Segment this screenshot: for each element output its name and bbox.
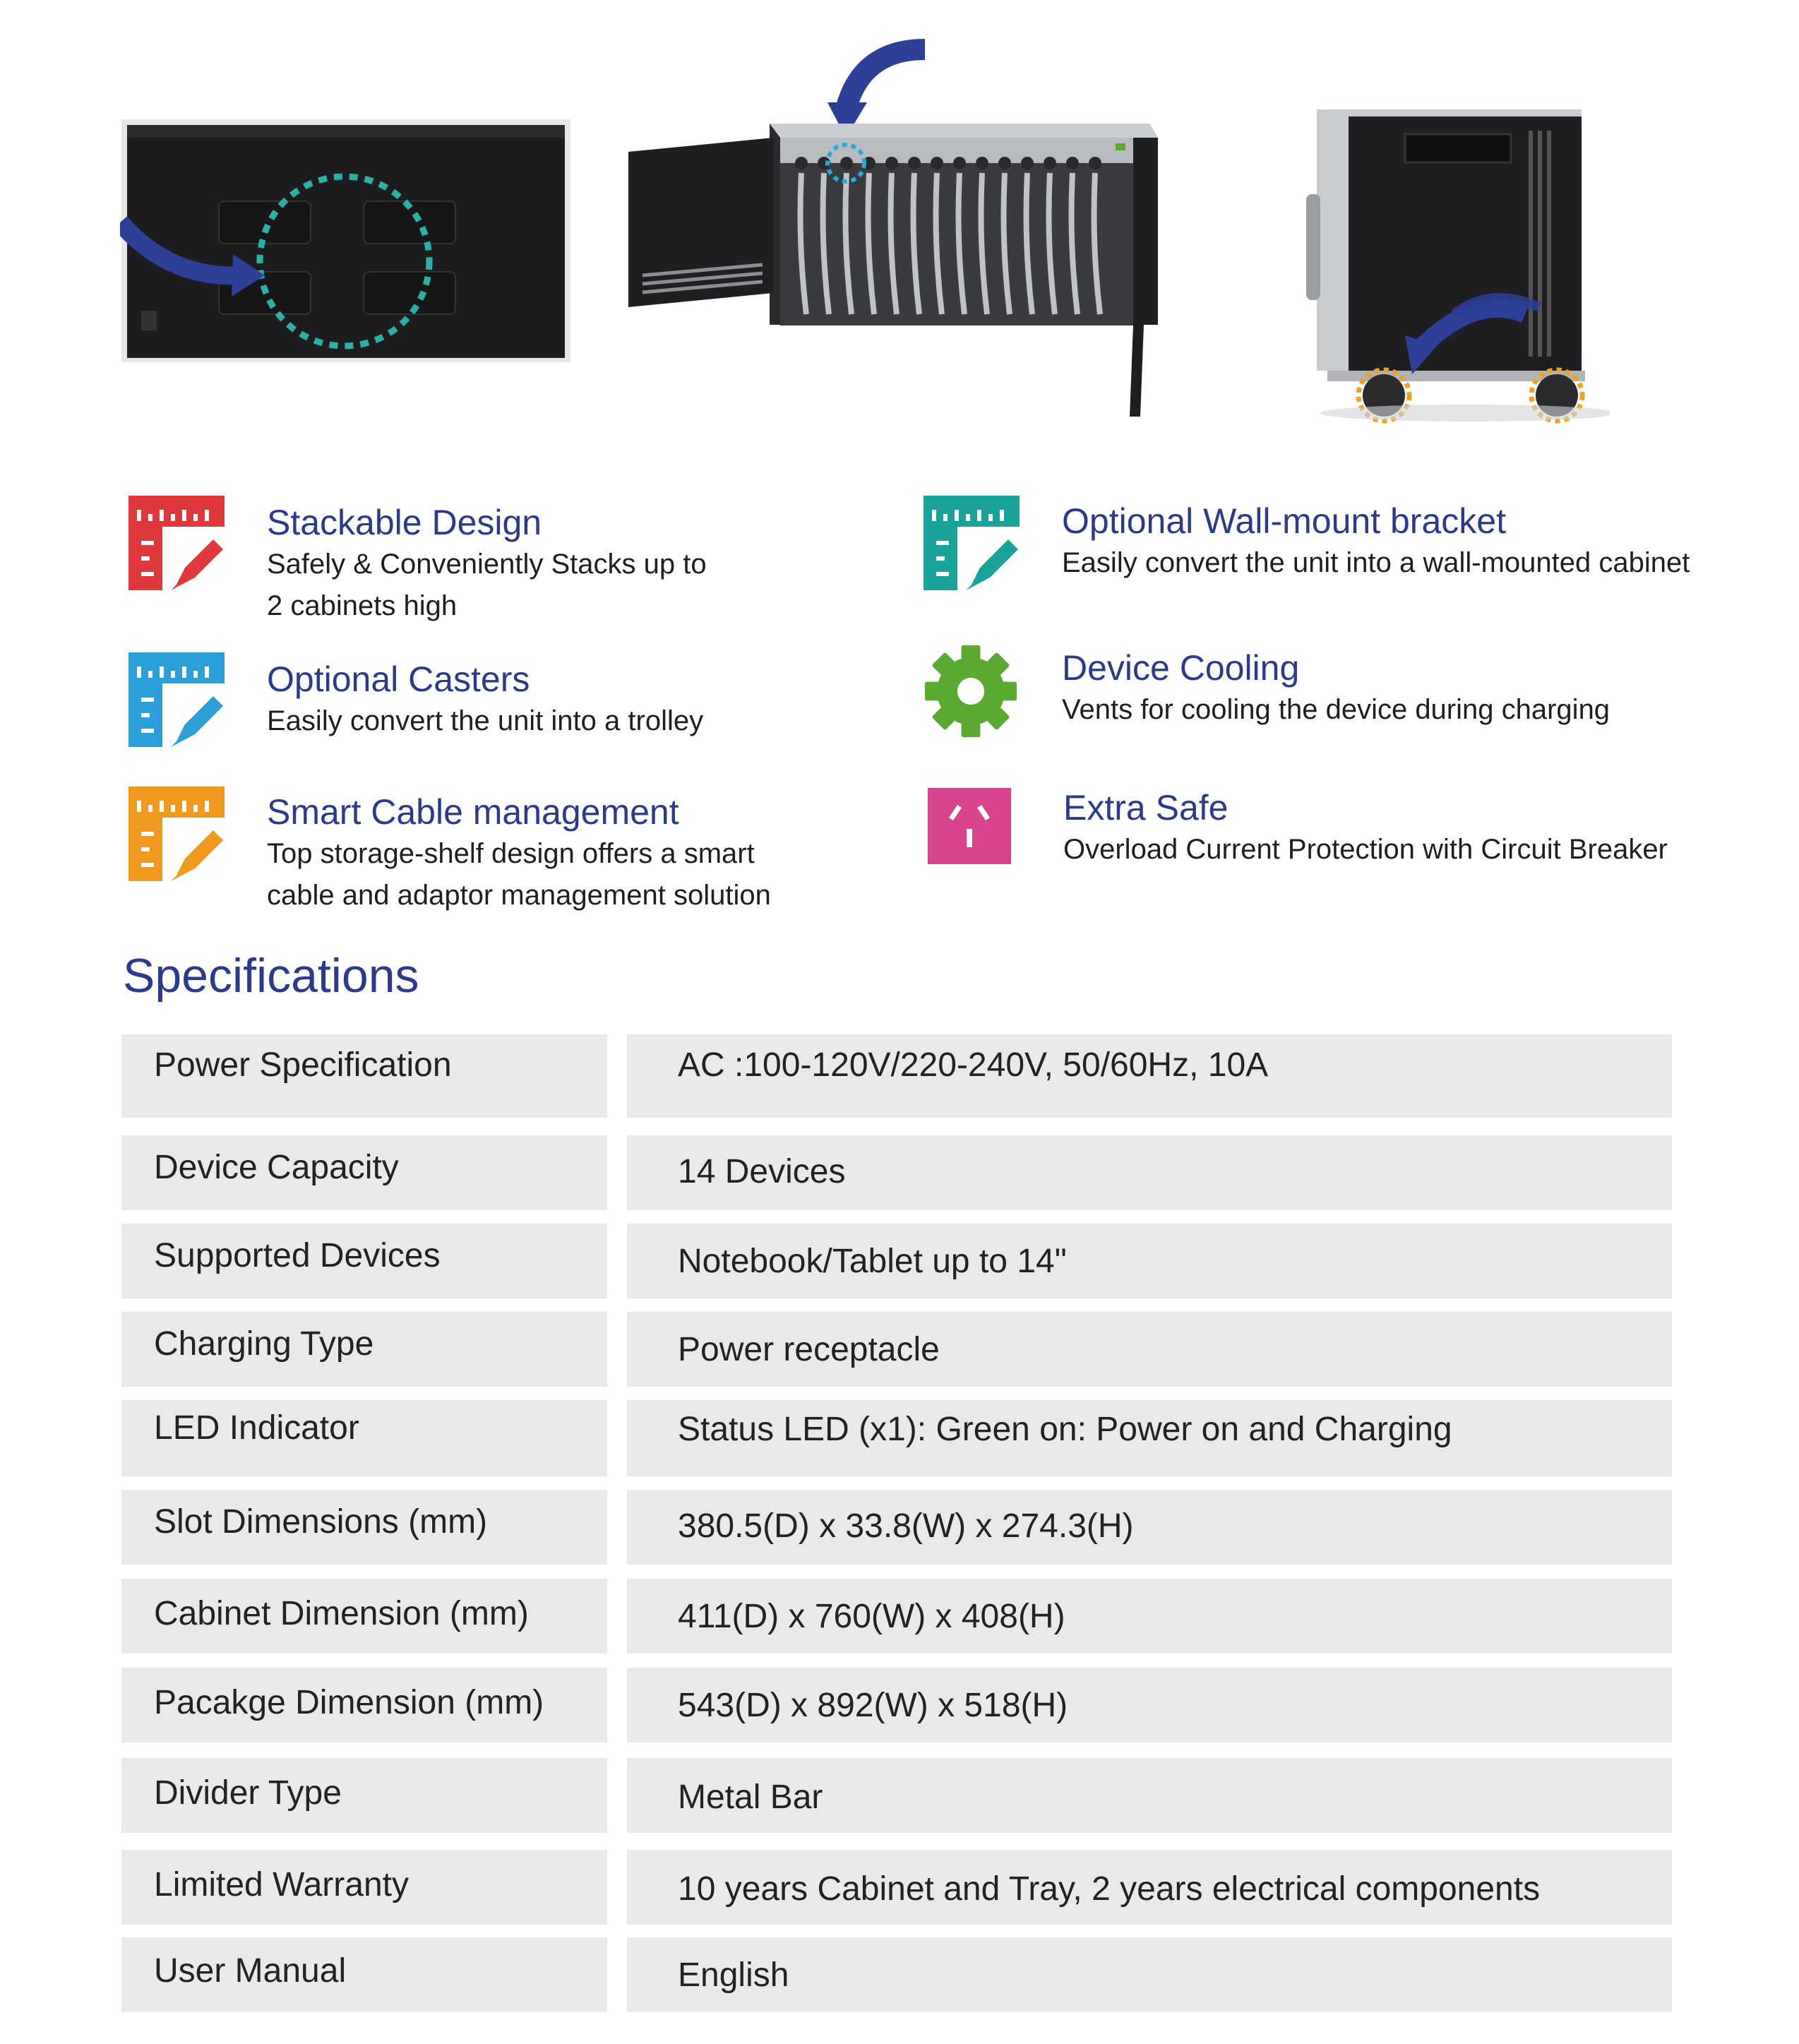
spec-value: 380.5(D) x 33.8(W) x 274.3(H) — [678, 1507, 1134, 1545]
spec-value-cell: Status LED (x1): Green on: Power on and … — [627, 1400, 1672, 1476]
spec-value-cell: 411(D) x 760(W) x 408(H) — [627, 1579, 1672, 1654]
feature-description-line: Easily convert the unit into a wall-moun… — [1062, 547, 1690, 578]
spec-label: LED Indicator — [154, 1409, 359, 1447]
spec-label: Device Capacity — [154, 1149, 399, 1186]
spec-value-cell: Power receptacle — [627, 1312, 1672, 1387]
feature-description-line: 2 cabinets high — [267, 590, 458, 621]
spec-row: Slot Dimensions (mm) 380.5(D) x 33.8(W) … — [121, 1490, 1672, 1565]
spec-value: 14 Devices — [678, 1153, 846, 1190]
feature-title: Optional Casters — [267, 659, 530, 699]
specifications-heading: Specifications — [123, 949, 419, 1003]
feature-description-line: Overload Current Protection with Circuit… — [1063, 834, 1668, 865]
spec-label-cell: Charging Type — [121, 1312, 607, 1387]
spec-label: User Manual — [154, 1952, 347, 1990]
spec-row: Pacakge Dimension (mm) 543(D) x 892(W) x… — [121, 1668, 1672, 1743]
spec-label: Charging Type — [154, 1325, 374, 1363]
feature-description-line: cable and adaptor management solution — [267, 880, 771, 911]
feature-description: Overload Current Protection with Circuit… — [1063, 829, 1668, 871]
ruler-pencil-icon — [127, 785, 226, 884]
spec-value: Power receptacle — [678, 1331, 940, 1368]
feature-title: Stackable Design — [267, 503, 542, 542]
spec-label: Divider Type — [154, 1774, 342, 1812]
spec-row: Limited Warranty 10 years Cabinet and Tr… — [121, 1850, 1672, 1925]
feature-description: Safely & Conveniently Stacks up to 2 cab… — [267, 544, 707, 627]
spec-label-cell: Power Specification — [121, 1034, 607, 1118]
spec-row: Supported Devices Notebook/Tablet up to … — [121, 1224, 1672, 1298]
spec-value: Metal Bar — [678, 1779, 823, 1816]
spec-label-cell: Cabinet Dimension (mm) — [121, 1579, 607, 1654]
spec-row: LED Indicator Status LED (x1): Green on:… — [121, 1400, 1672, 1476]
spec-label-cell: Supported Devices — [121, 1224, 607, 1298]
feature-title: Smart Cable management — [267, 792, 679, 832]
feature-description-line: Top storage-shelf design offers a smart — [267, 838, 755, 869]
cabinet-side-illustration — [1306, 109, 1610, 424]
spec-value-cell: 543(D) x 892(W) x 518(H) — [627, 1668, 1672, 1743]
spec-value-cell: 14 Devices — [627, 1135, 1672, 1210]
feature-description: Vents for cooling the device during char… — [1062, 689, 1610, 731]
spec-label-cell: LED Indicator — [121, 1400, 607, 1476]
spec-value: 543(D) x 892(W) x 518(H) — [678, 1687, 1068, 1724]
cabinet-back-illustration — [120, 119, 570, 362]
spec-label: Cabinet Dimension (mm) — [154, 1595, 529, 1632]
spec-value: 10 years Cabinet and Tray, 2 years elect… — [678, 1870, 1541, 1908]
spec-label: Slot Dimensions (mm) — [154, 1503, 488, 1541]
spec-label: Supported Devices — [154, 1237, 441, 1274]
ruler-pencil-icon — [127, 494, 226, 593]
feature-description: Easily convert the unit into a wall-moun… — [1062, 542, 1690, 584]
spec-value-cell: English — [627, 1937, 1672, 2012]
feature-description: Top storage-shelf design offers a smart … — [267, 833, 771, 916]
spec-value: 411(D) x 760(W) x 408(H) — [678, 1598, 1065, 1635]
spec-row: Cabinet Dimension (mm) 411(D) x 760(W) x… — [121, 1579, 1672, 1654]
spec-row: Charging Type Power receptacle — [121, 1312, 1672, 1387]
spec-row: Device Capacity 14 Devices — [121, 1135, 1672, 1210]
spec-row: User Manual English — [121, 1937, 1672, 2012]
spec-value: Notebook/Tablet up to 14" — [678, 1243, 1067, 1280]
power-outlet-icon — [928, 788, 1011, 864]
spec-label-cell: Limited Warranty — [121, 1850, 607, 1925]
spec-value-cell: Notebook/Tablet up to 14" — [627, 1224, 1672, 1298]
spec-value-cell: AC :100-120V/220-240V, 50/60Hz, 10A — [627, 1034, 1672, 1118]
spec-label-cell: User Manual — [121, 1937, 607, 2012]
spec-value-cell: 380.5(D) x 33.8(W) x 274.3(H) — [627, 1490, 1672, 1565]
feature-title: Optional Wall-mount bracket — [1062, 501, 1506, 541]
spec-row: Power Specification AC :100-120V/220-240… — [121, 1034, 1672, 1118]
cabinet-open-illustration — [628, 39, 1158, 417]
spec-label: Limited Warranty — [154, 1866, 409, 1903]
spec-value-cell: 10 years Cabinet and Tray, 2 years elect… — [627, 1850, 1672, 1925]
spec-label: Pacakge Dimension (mm) — [154, 1684, 544, 1721]
spec-label-cell: Divider Type — [121, 1758, 607, 1833]
spec-label-cell: Pacakge Dimension (mm) — [121, 1668, 607, 1743]
feature-title: Device Cooling — [1062, 648, 1300, 688]
feature-description-line: Safely & Conveniently Stacks up to — [267, 549, 707, 580]
spec-value: AC :100-120V/220-240V, 50/60Hz, 10A — [678, 1046, 1269, 1084]
spec-row: Divider Type Metal Bar — [121, 1758, 1672, 1833]
cabinet-side-with-casters — [1299, 102, 1610, 427]
spec-label-cell: Slot Dimensions (mm) — [121, 1490, 607, 1565]
spec-value: English — [678, 1956, 789, 1994]
spec-value: Status LED (x1): Green on: Power on and … — [678, 1411, 1452, 1448]
ruler-pencil-icon — [127, 651, 226, 750]
feature-title: Extra Safe — [1063, 788, 1229, 827]
spec-value-cell: Metal Bar — [627, 1758, 1672, 1833]
cabinet-back-view — [120, 116, 572, 364]
spec-label: Power Specification — [154, 1046, 452, 1084]
gear-icon — [924, 644, 1018, 739]
feature-description-line: Easily convert the unit into a trolley — [267, 705, 704, 736]
ruler-pencil-icon — [922, 494, 1021, 593]
feature-description: Easily convert the unit into a trolley — [267, 700, 703, 742]
cabinet-open-front-view — [621, 32, 1165, 427]
feature-description-line: Vents for cooling the device during char… — [1062, 694, 1610, 725]
spec-label-cell: Device Capacity — [121, 1135, 607, 1210]
